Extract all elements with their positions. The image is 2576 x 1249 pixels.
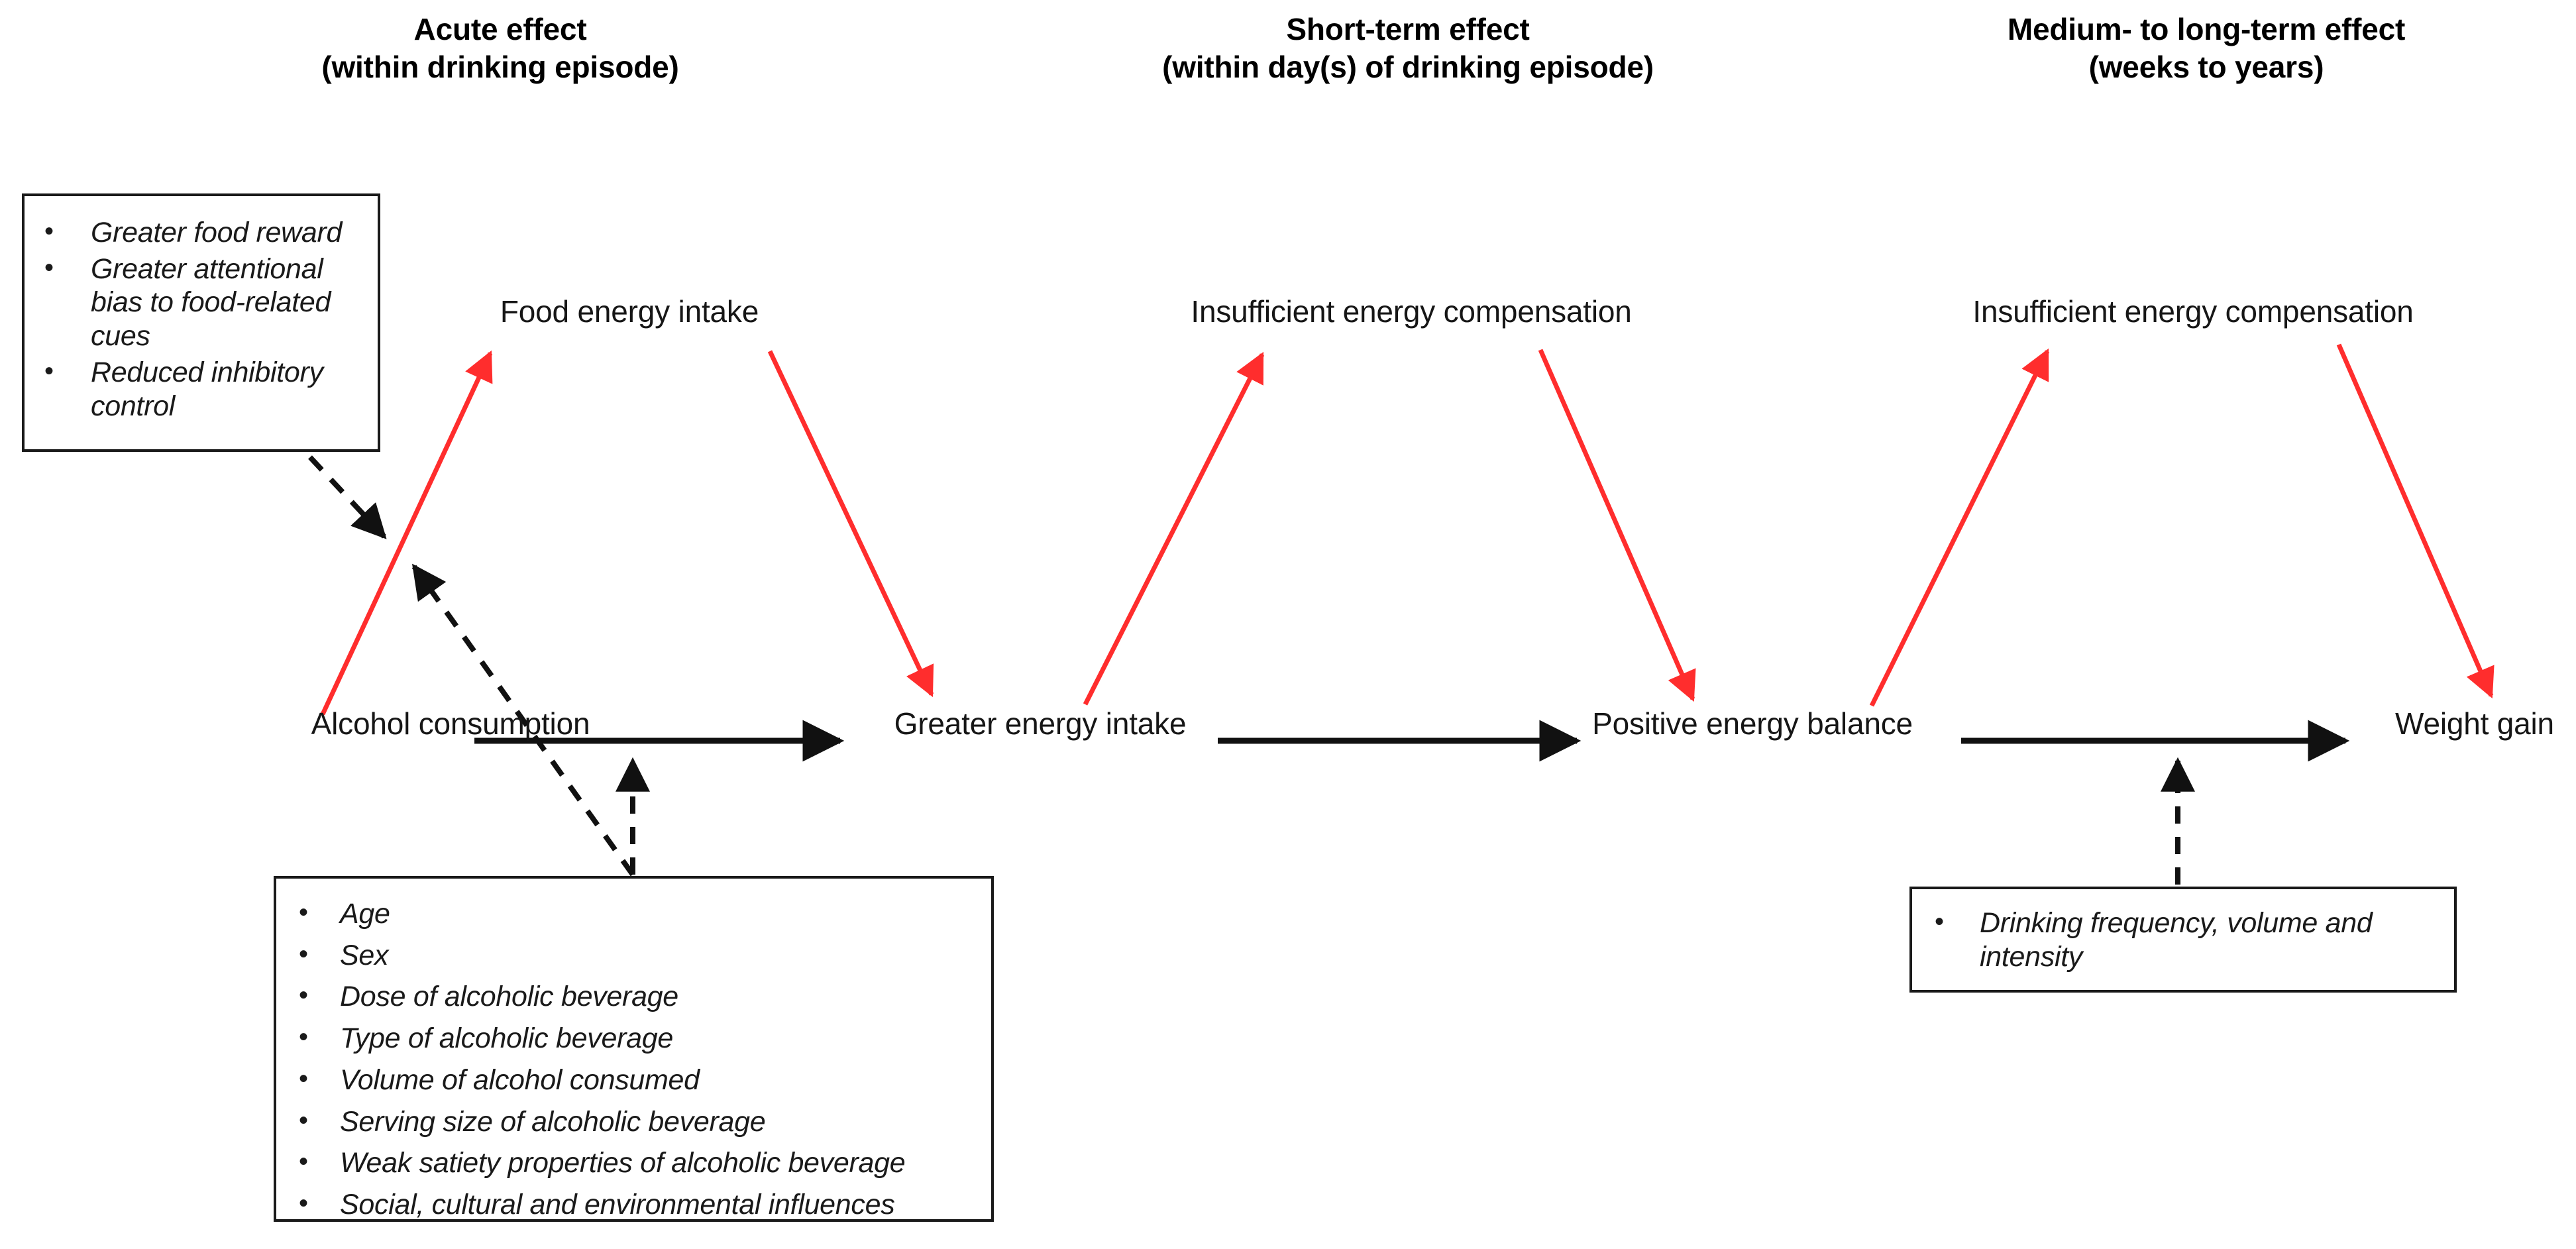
column-header-short-term: Short-term effect (within day(s) of drin… xyxy=(1073,11,1743,85)
list-item: Serving size of alcoholic beverage xyxy=(292,1105,978,1139)
edge-food-energy-intake-to-greater-energy-intake xyxy=(767,350,934,698)
box-weight-gain-modifiers: Drinking frequency, volume and intensity xyxy=(1909,887,2457,993)
list-item: Sex xyxy=(292,939,978,973)
node-positive-energy-balance: Positive energy balance xyxy=(1592,706,1913,741)
column-header-acute-line1: Acute effect xyxy=(413,12,587,46)
column-header-short-term-line1: Short-term effect xyxy=(1286,12,1530,46)
list-item: Type of alcoholic beverage xyxy=(292,1022,978,1056)
column-header-medium-long-term: Medium- to long-term effect (weeks to ye… xyxy=(1875,11,2538,85)
edge-acute-modifiers-moderator xyxy=(308,455,387,539)
consumption-modifiers-list: Age Sex Dose of alcoholic beverage Type … xyxy=(292,897,978,1222)
list-item: Volume of alcohol consumed xyxy=(292,1063,978,1097)
list-item: Drinking frequency, volume and intensity xyxy=(1927,906,2442,973)
edge-insufficient-compensation-short-to-positive-balance xyxy=(1538,349,1696,702)
node-greater-energy-intake: Greater energy intake xyxy=(894,706,1187,741)
node-food-energy-intake: Food energy intake xyxy=(500,294,759,329)
node-insufficient-energy-compensation-medium: Insufficient energy compensation xyxy=(1972,294,2414,329)
node-insufficient-energy-compensation-short: Insufficient energy compensation xyxy=(1191,294,1632,329)
column-header-acute: Acute effect (within drinking episode) xyxy=(285,11,716,85)
edge-greater-energy-intake-to-insufficient-compensation-short xyxy=(1083,351,1265,706)
list-item: Reduced inhibitory control xyxy=(39,356,366,423)
box-acute-modifiers: Greater food reward Greater attentional … xyxy=(22,193,380,452)
column-header-acute-line2: (within drinking episode) xyxy=(321,49,679,84)
edge-insufficient-compensation-medium-to-weight-gain xyxy=(2336,343,2495,699)
box-consumption-modifiers: Age Sex Dose of alcoholic beverage Type … xyxy=(274,876,994,1222)
column-header-medium-long-term-line2: (weeks to years) xyxy=(2088,49,2324,84)
node-weight-gain: Weight gain xyxy=(2395,706,2554,741)
list-item: Weak satiety properties of alcoholic bev… xyxy=(292,1146,978,1180)
list-item: Age xyxy=(292,897,978,931)
column-header-medium-long-term-line1: Medium- to long-term effect xyxy=(2007,12,2406,46)
list-item: Greater attentional bias to food-related… xyxy=(39,252,366,353)
list-item: Greater food reward xyxy=(39,216,366,250)
list-item: Social, cultural and environmental influ… xyxy=(292,1188,978,1222)
acute-modifiers-list: Greater food reward Greater attentional … xyxy=(39,216,366,423)
list-item: Dose of alcoholic beverage xyxy=(292,980,978,1014)
weight-gain-modifiers-list: Drinking frequency, volume and intensity xyxy=(1927,906,2442,973)
node-alcohol-consumption: Alcohol consumption xyxy=(311,706,590,741)
edge-positive-balance-to-insufficient-compensation-medium xyxy=(1869,348,2050,707)
column-header-short-term-line2: (within day(s) of drinking episode) xyxy=(1162,49,1654,84)
